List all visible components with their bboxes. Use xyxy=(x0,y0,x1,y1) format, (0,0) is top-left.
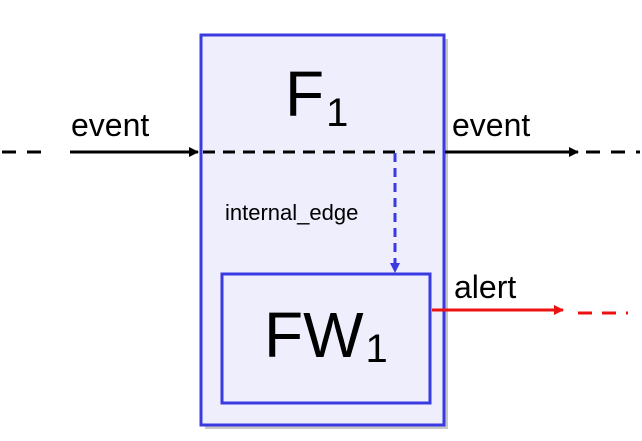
inner-node-box xyxy=(220,272,432,405)
inner-node-name: FW xyxy=(264,299,364,371)
outer-node-subscript: 1 xyxy=(326,91,348,135)
input-edge-label: event xyxy=(71,107,149,143)
alert-edge-label: alert xyxy=(454,269,516,305)
inner-node-subscript: 1 xyxy=(366,327,388,371)
internal-edge-label: internal_edge xyxy=(225,200,358,225)
inner-node-label: FW1 xyxy=(264,299,388,371)
outer-node-name: F xyxy=(285,58,324,130)
output-edge-label: event xyxy=(452,107,530,143)
outer-node-label: F1 xyxy=(285,58,348,135)
